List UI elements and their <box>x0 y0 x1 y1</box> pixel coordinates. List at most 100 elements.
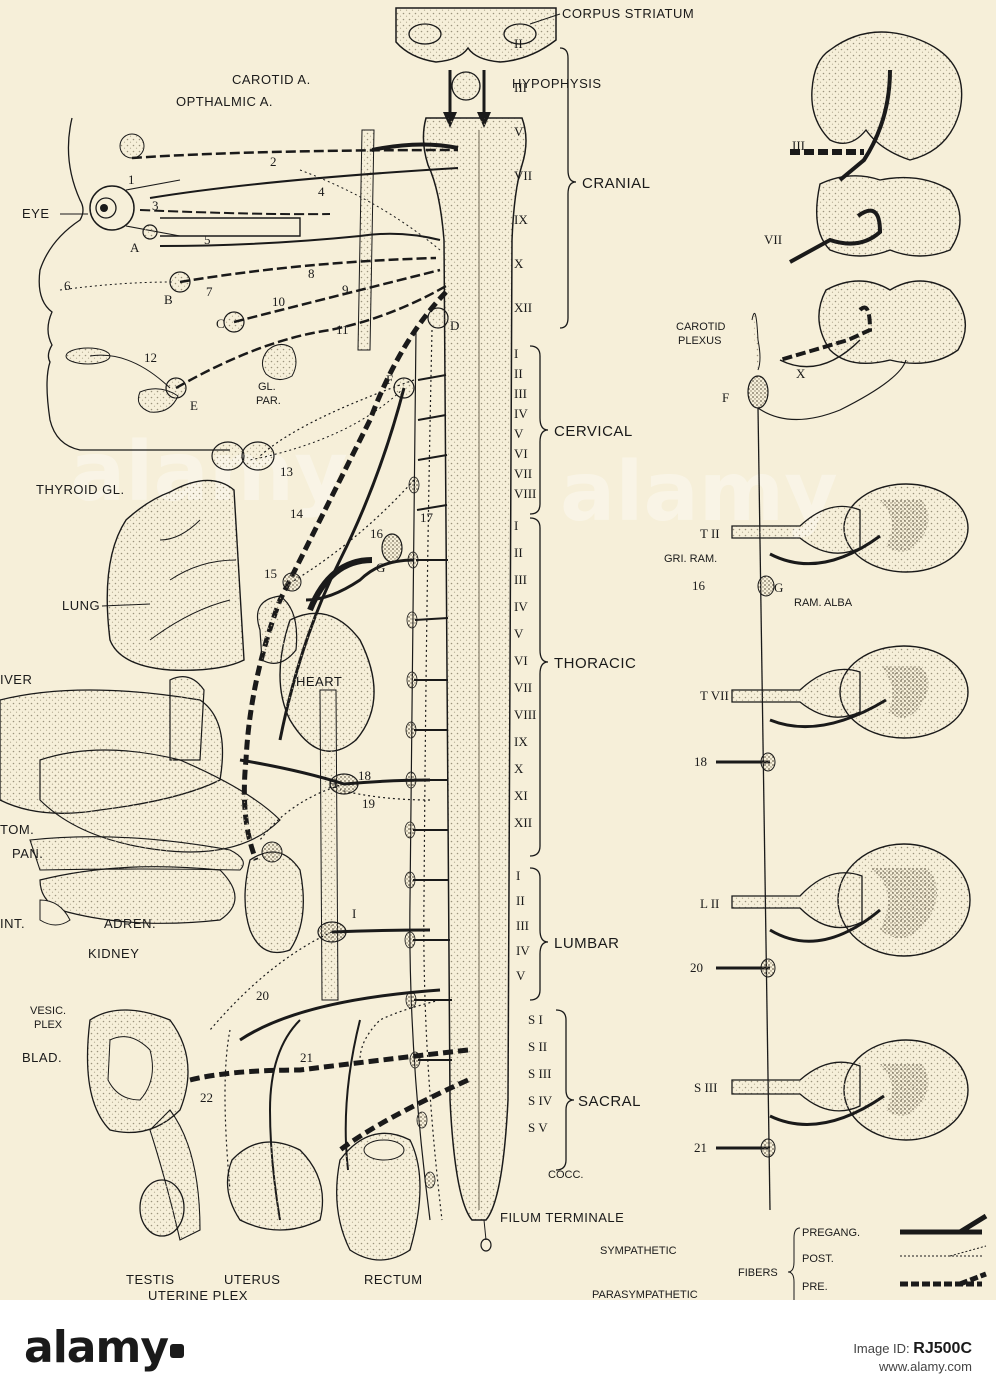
alamy-logo: alamy <box>24 1322 184 1373</box>
num-11: 11 <box>336 322 349 337</box>
lumbar-segment-4: IV <box>516 943 530 958</box>
xs-nerve-vii: VII <box>764 232 782 247</box>
label-eye: EYE <box>22 206 50 221</box>
ganglion-h: H <box>328 776 337 791</box>
spinal-cord <box>422 117 527 1252</box>
thoracic-segment-10: X <box>514 761 524 776</box>
xs-nerve-x: X <box>796 366 806 381</box>
legend-sym-post-line <box>900 1245 987 1257</box>
region-brackets <box>529 47 577 1171</box>
xs-nerve-iii: III <box>792 138 805 153</box>
sacral-segment-3: S III <box>528 1066 551 1081</box>
vagus-nerve <box>241 290 448 861</box>
legend-parasympathetic: PARASYMPATHETIC <box>592 1289 698 1300</box>
thoracic-segment-11: XI <box>514 788 528 803</box>
cervical-segment-5: V <box>514 426 524 441</box>
carotid-artery <box>357 129 459 351</box>
xs-plexus: PLEXUS <box>678 335 721 347</box>
xs-f: F <box>722 390 729 405</box>
cranial-nerve-fibers <box>59 148 459 741</box>
watermark-text: alamy <box>560 445 838 540</box>
xs-gri-ram: GRI. RAM. <box>664 553 717 565</box>
ganglion-g: G <box>376 560 385 575</box>
cranial-nerve-segment-3: V <box>514 124 524 139</box>
region-cranial: CRANIAL <box>582 175 651 192</box>
lumbar-segment-5: V <box>516 968 526 983</box>
region-thoracic: THORACIC <box>554 655 636 672</box>
xs-ram-alba: RAM. ALBA <box>794 597 853 609</box>
label-gl: GL. <box>258 381 276 393</box>
num-16: 16 <box>370 526 384 541</box>
xs-18: 18 <box>694 754 707 769</box>
thoracic-segment-5: V <box>514 626 524 641</box>
thoracic-segment-8: VIII <box>514 707 536 722</box>
heart <box>256 557 375 752</box>
xs-l-ii: L II <box>700 896 719 911</box>
label-opthalmic-a: OPTHALMIC A. <box>176 94 273 109</box>
thoracic-segment-12: XII <box>514 815 532 830</box>
label-uterus: UTERUS <box>224 1272 280 1287</box>
region-cervical: CERVICAL <box>554 423 633 440</box>
cervical-segment-3: III <box>514 386 527 401</box>
stock-footer: alamy Image ID: RJ500C www.alamy.com <box>0 1300 996 1390</box>
label-heart: HEART <box>296 674 342 689</box>
ganglion-i: I <box>352 906 356 921</box>
label-int: INT. <box>0 916 25 931</box>
num-22: 22 <box>200 1090 213 1105</box>
cervical-segment-8: VIII <box>514 486 536 501</box>
xs-21: 21 <box>694 1140 707 1155</box>
cross-section-panel <box>716 31 971 1211</box>
cranial-nerve-segment-4: VII <box>514 168 532 183</box>
cervical-segment-7: VII <box>514 466 532 481</box>
num-20: 20 <box>256 988 269 1003</box>
label-uterine-plex: UTERINE PLEX <box>148 1288 248 1300</box>
cervical-segment-1: I <box>514 346 518 361</box>
cervical-segment-6: VI <box>514 446 528 461</box>
num-9: 9 <box>342 282 349 297</box>
num-6: 6 <box>64 278 71 293</box>
legend-pre: PRE. <box>802 1281 828 1293</box>
xs-s-iii: S III <box>694 1080 717 1095</box>
xs-carotid: CAROTID <box>676 321 726 333</box>
legend-sympathetic: SYMPATHETIC <box>600 1245 677 1257</box>
num-15: 15 <box>264 566 277 581</box>
corpus-striatum <box>395 7 557 63</box>
num-21: 21 <box>300 1050 313 1065</box>
thoracic-segment-7: VII <box>514 680 532 695</box>
label-vesic: VESIC. <box>30 1005 66 1017</box>
logo-mark-icon <box>170 1344 184 1358</box>
cranial-nerve-segment-6: X <box>514 256 524 271</box>
num-13: 13 <box>280 464 293 479</box>
cranial-nerve-segment-1: II <box>514 36 523 51</box>
image-id-block: Image ID: RJ500C www.alamy.com <box>853 1340 972 1376</box>
cervical-segment-4: IV <box>514 406 528 421</box>
num-14: 14 <box>290 506 304 521</box>
kidney <box>244 841 304 954</box>
thoracic-segment-2: II <box>514 545 523 560</box>
lumbar-segment-1: I <box>516 868 520 883</box>
num-5: 5 <box>204 232 211 247</box>
thoracic-segment-1: I <box>514 518 518 533</box>
lumbar-segment-3: III <box>516 918 529 933</box>
label-stom: TOM. <box>0 822 34 837</box>
legend-fibers: FIBERS <box>738 1267 778 1279</box>
xs-g: G <box>774 580 783 595</box>
visceral-fibers <box>189 379 470 1221</box>
head-profile <box>38 117 230 451</box>
label-carotid-a: CAROTID A. <box>232 72 311 87</box>
legend-pregang: PREGANG. <box>802 1227 860 1239</box>
ganglion-f: F <box>386 372 393 387</box>
num-12: 12 <box>144 350 157 365</box>
legend-post: POST. <box>802 1253 834 1265</box>
thyroid-gland <box>211 441 275 471</box>
label-kidney: KIDNEY <box>88 946 139 961</box>
sacral-segment-1: S I <box>528 1012 543 1027</box>
label-hypophysis: HYPOPHYSIS <box>512 76 602 91</box>
site-url: www.alamy.com <box>879 1359 972 1374</box>
label-lung: LUNG <box>62 598 100 613</box>
label-filum-terminale: FILUM TERMINALE <box>500 1210 624 1225</box>
abdominal-organs <box>0 676 281 926</box>
ganglion-letters: A B C D E F G H I <box>130 240 459 921</box>
label-plex: PLEX <box>34 1019 63 1031</box>
cranial-nerve-segment-2: III <box>514 80 527 95</box>
